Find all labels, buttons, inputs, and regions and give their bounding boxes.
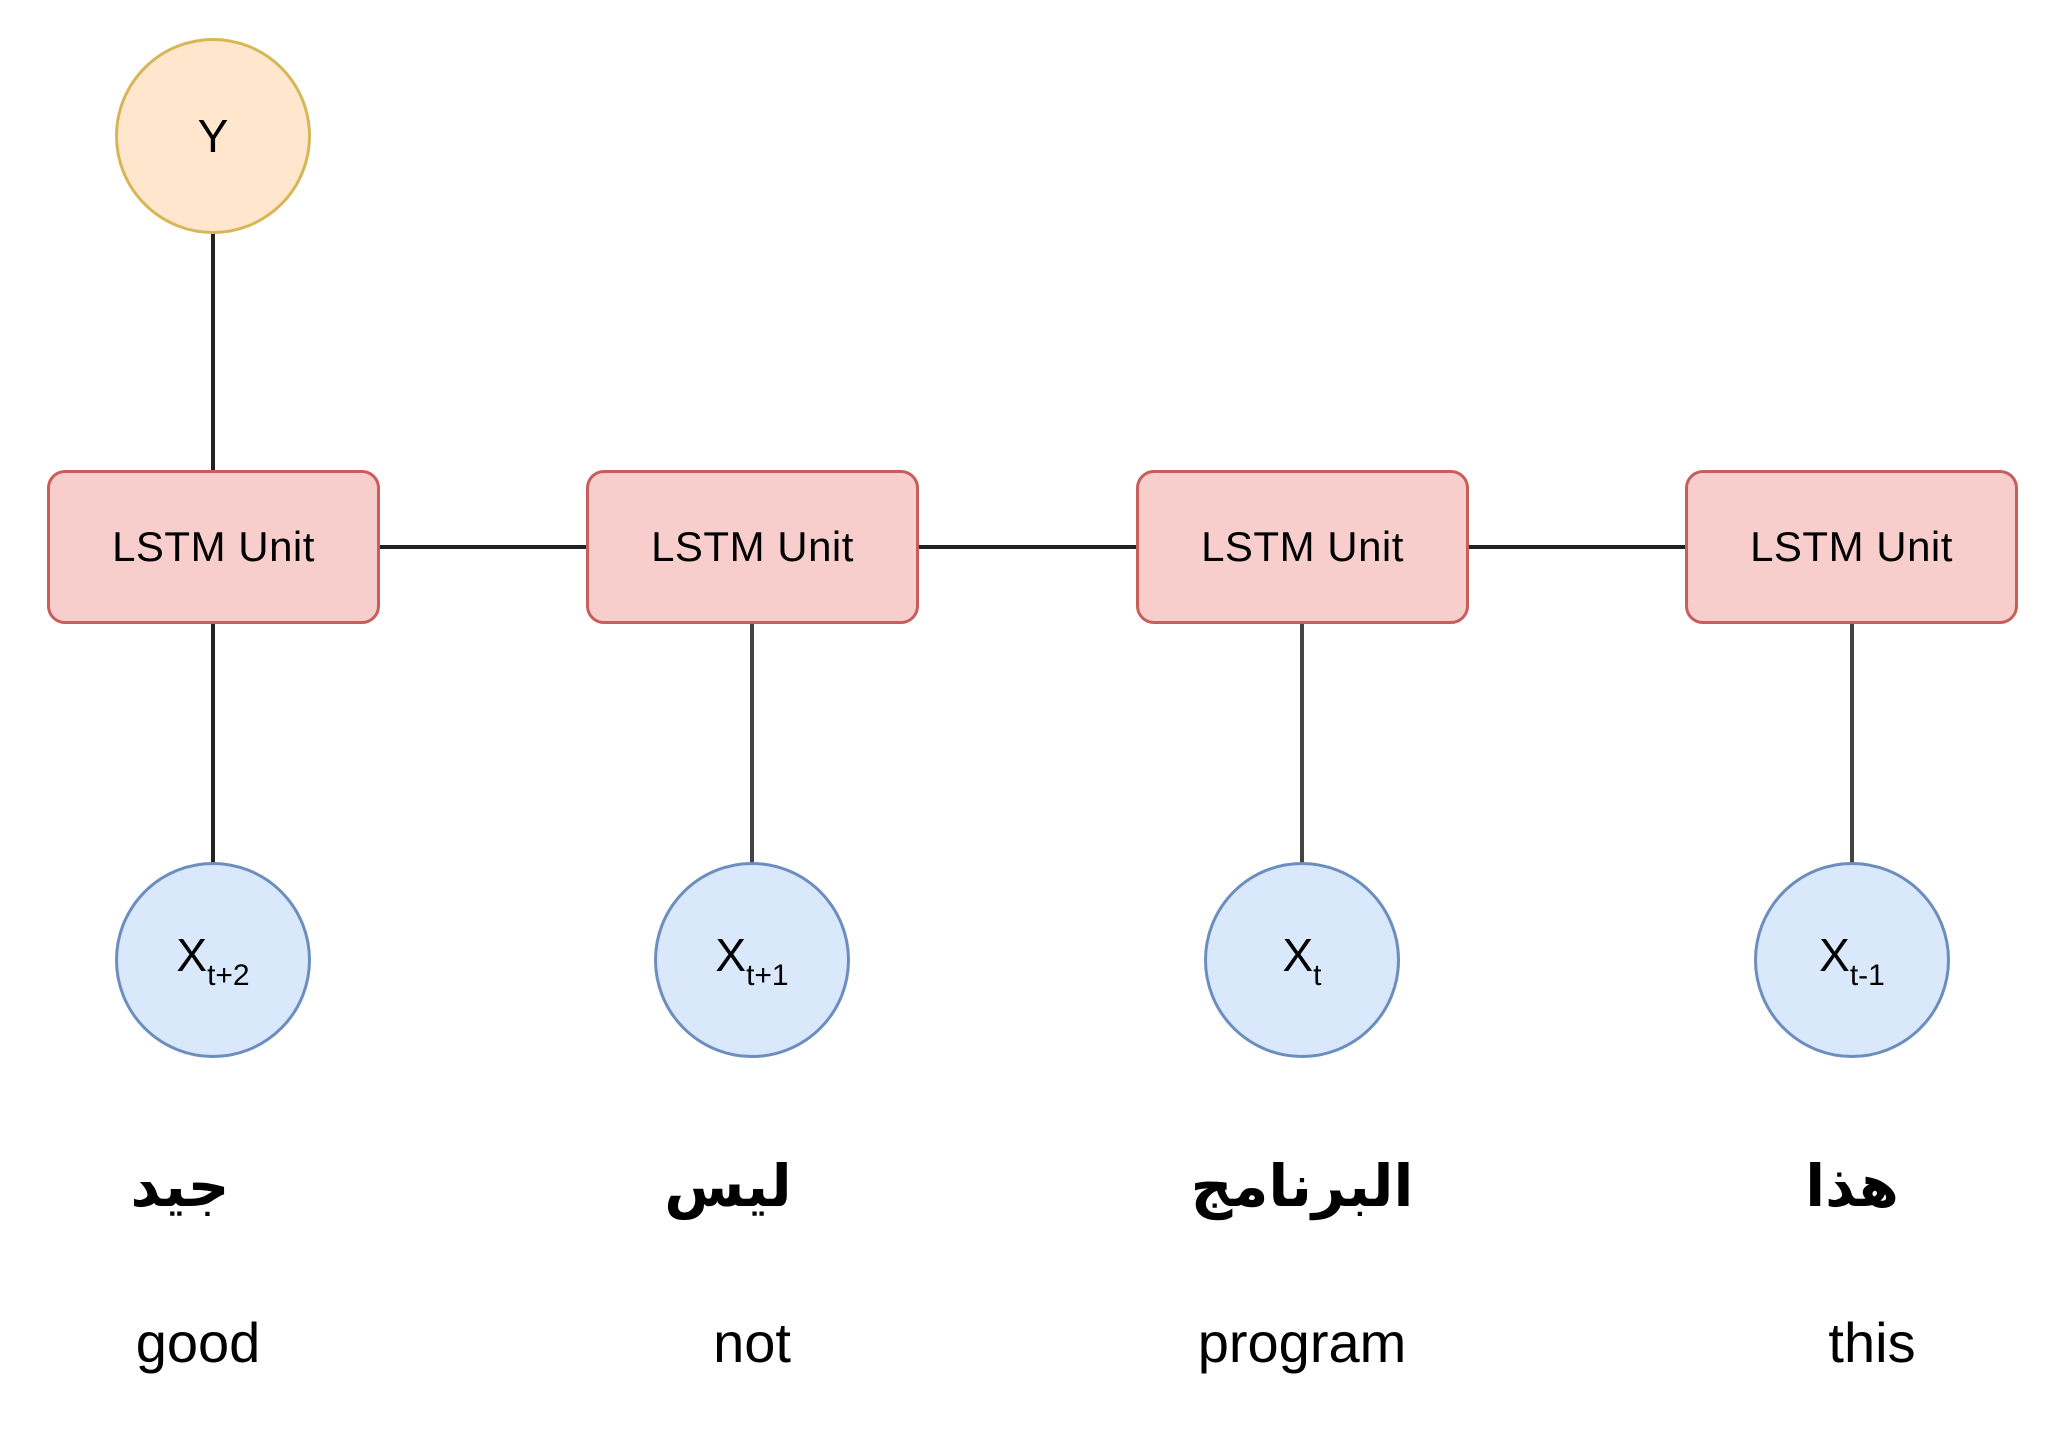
english-word-3: program [1197,1311,1407,1374]
lstm-unit-1: LSTM Unit [47,470,380,624]
arabic-word-1: جيد [130,1152,230,1220]
input-node-label: Xt-1 [1819,928,1885,992]
output-node-label: Y [197,110,229,162]
lstm-unit-4: LSTM Unit [1685,470,2018,624]
english-word-2: not [713,1311,791,1374]
input-node-4: Xt-1 [1754,862,1950,1058]
output-node-y: Y [115,38,311,234]
arabic-word-3: البرنامج [1190,1152,1414,1220]
input-node-label: Xt [1282,928,1322,992]
lstm-unit-label: LSTM Unit [1750,523,1953,570]
input-node-2: Xt+1 [654,862,850,1058]
input-node-label: Xt+1 [715,928,789,992]
arabic-word-2: ليس [664,1152,792,1220]
lstm-unit-label: LSTM Unit [112,523,315,570]
lstm-unit-label: LSTM Unit [1201,523,1404,570]
input-node-3: Xt [1204,862,1400,1058]
arabic-word-4: هذا [1805,1152,1899,1220]
input-node-label: Xt+2 [176,928,250,992]
lstm-unit-2: LSTM Unit [586,470,919,624]
english-word-4: this [1828,1311,1916,1374]
input-node-1: Xt+2 [115,862,311,1058]
lstm-unit-3: LSTM Unit [1136,470,1469,624]
lstm-unit-label: LSTM Unit [651,523,854,570]
english-word-1: good [135,1311,261,1374]
